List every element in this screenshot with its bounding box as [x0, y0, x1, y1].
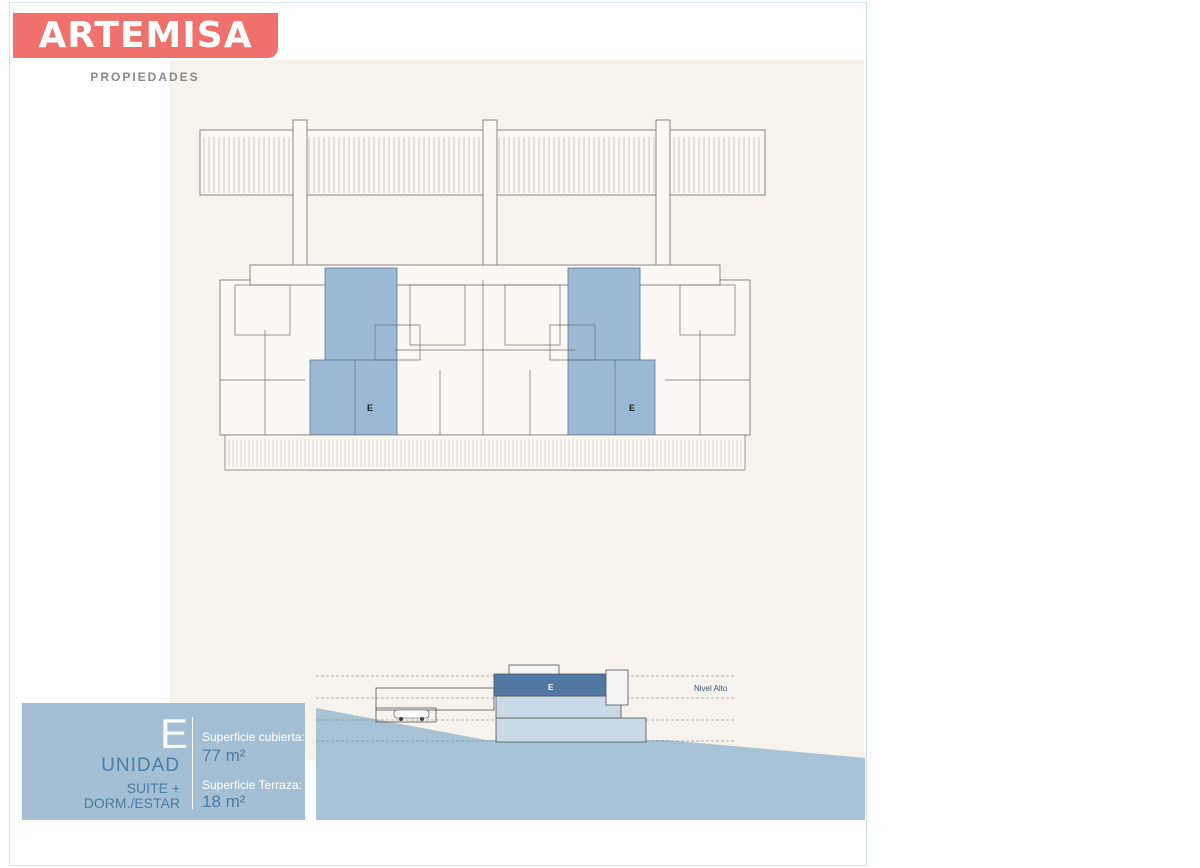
car-icon [393, 709, 430, 719]
unit-type-line2: DORM./ESTAR [83, 795, 180, 811]
floor-plan: E E [199, 119, 766, 471]
terrain [316, 708, 865, 820]
unit-type-line1: SUITE + [126, 780, 180, 796]
level-label: Nivel Alto [694, 684, 728, 693]
terrace-area-label: Superficie Terraza: [202, 778, 302, 792]
unit-title: UNIDAD [101, 755, 180, 776]
building-section: E Nivel Alto [316, 664, 865, 820]
info-divider [192, 717, 193, 809]
covered-area-value: 77 m² [202, 746, 246, 765]
unit-info-panel: E UNIDAD SUITE + DORM./ESTAR Superficie … [22, 703, 305, 820]
covered-area-label: Superficie cubierta: [202, 730, 305, 744]
brand-subtitle: PROPIEDADES [90, 70, 200, 84]
plan-unit-label-left: E [367, 403, 373, 413]
terrace-area-value: 18 m² [202, 792, 246, 811]
section-unit-label: E [548, 683, 554, 692]
plan-unit-label-right: E [629, 403, 635, 413]
unit-letter: E [159, 710, 188, 757]
brand-logo: ARTEMISA [13, 13, 278, 58]
